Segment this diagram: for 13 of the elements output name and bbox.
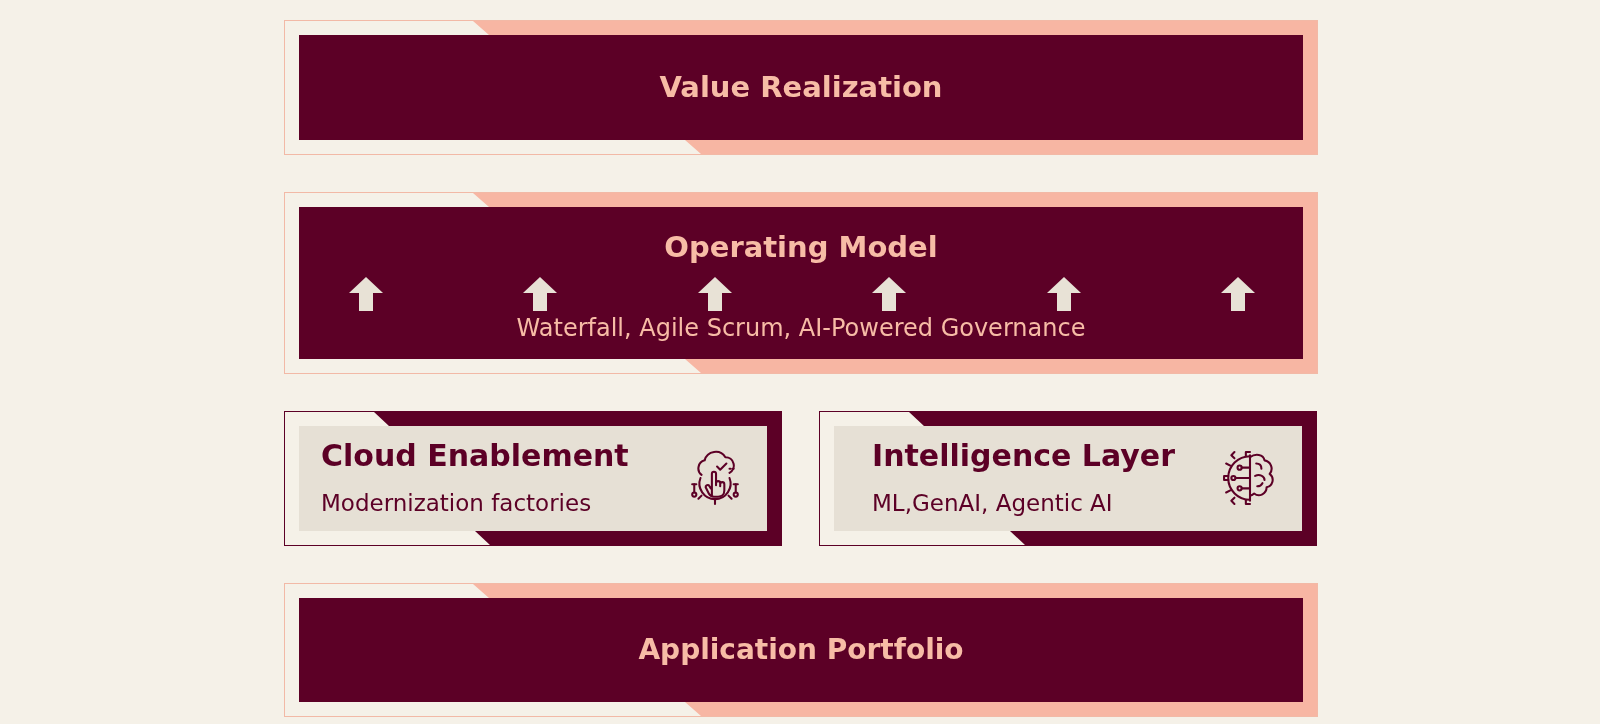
layer-title: Application Portfolio [638,634,964,667]
layer-title: Cloud Enablement [321,439,629,474]
layer-frame [819,411,1317,546]
layer-subtitle: ML,GenAI, Agentic AI [872,490,1113,517]
layer-subtitle: Waterfall, Agile Scrum, AI-Powered Governance [516,314,1086,343]
layer-frame [284,583,1318,717]
layer-title: Operating Model [664,230,938,264]
layer-title: Intelligence Layer [872,439,1175,474]
layer-title: Value Realization [659,70,943,104]
layer-subtitle: Modernization factories [321,490,592,517]
layer-frame [284,20,1318,155]
layer-frame [284,411,782,546]
layer-frame [284,192,1318,374]
